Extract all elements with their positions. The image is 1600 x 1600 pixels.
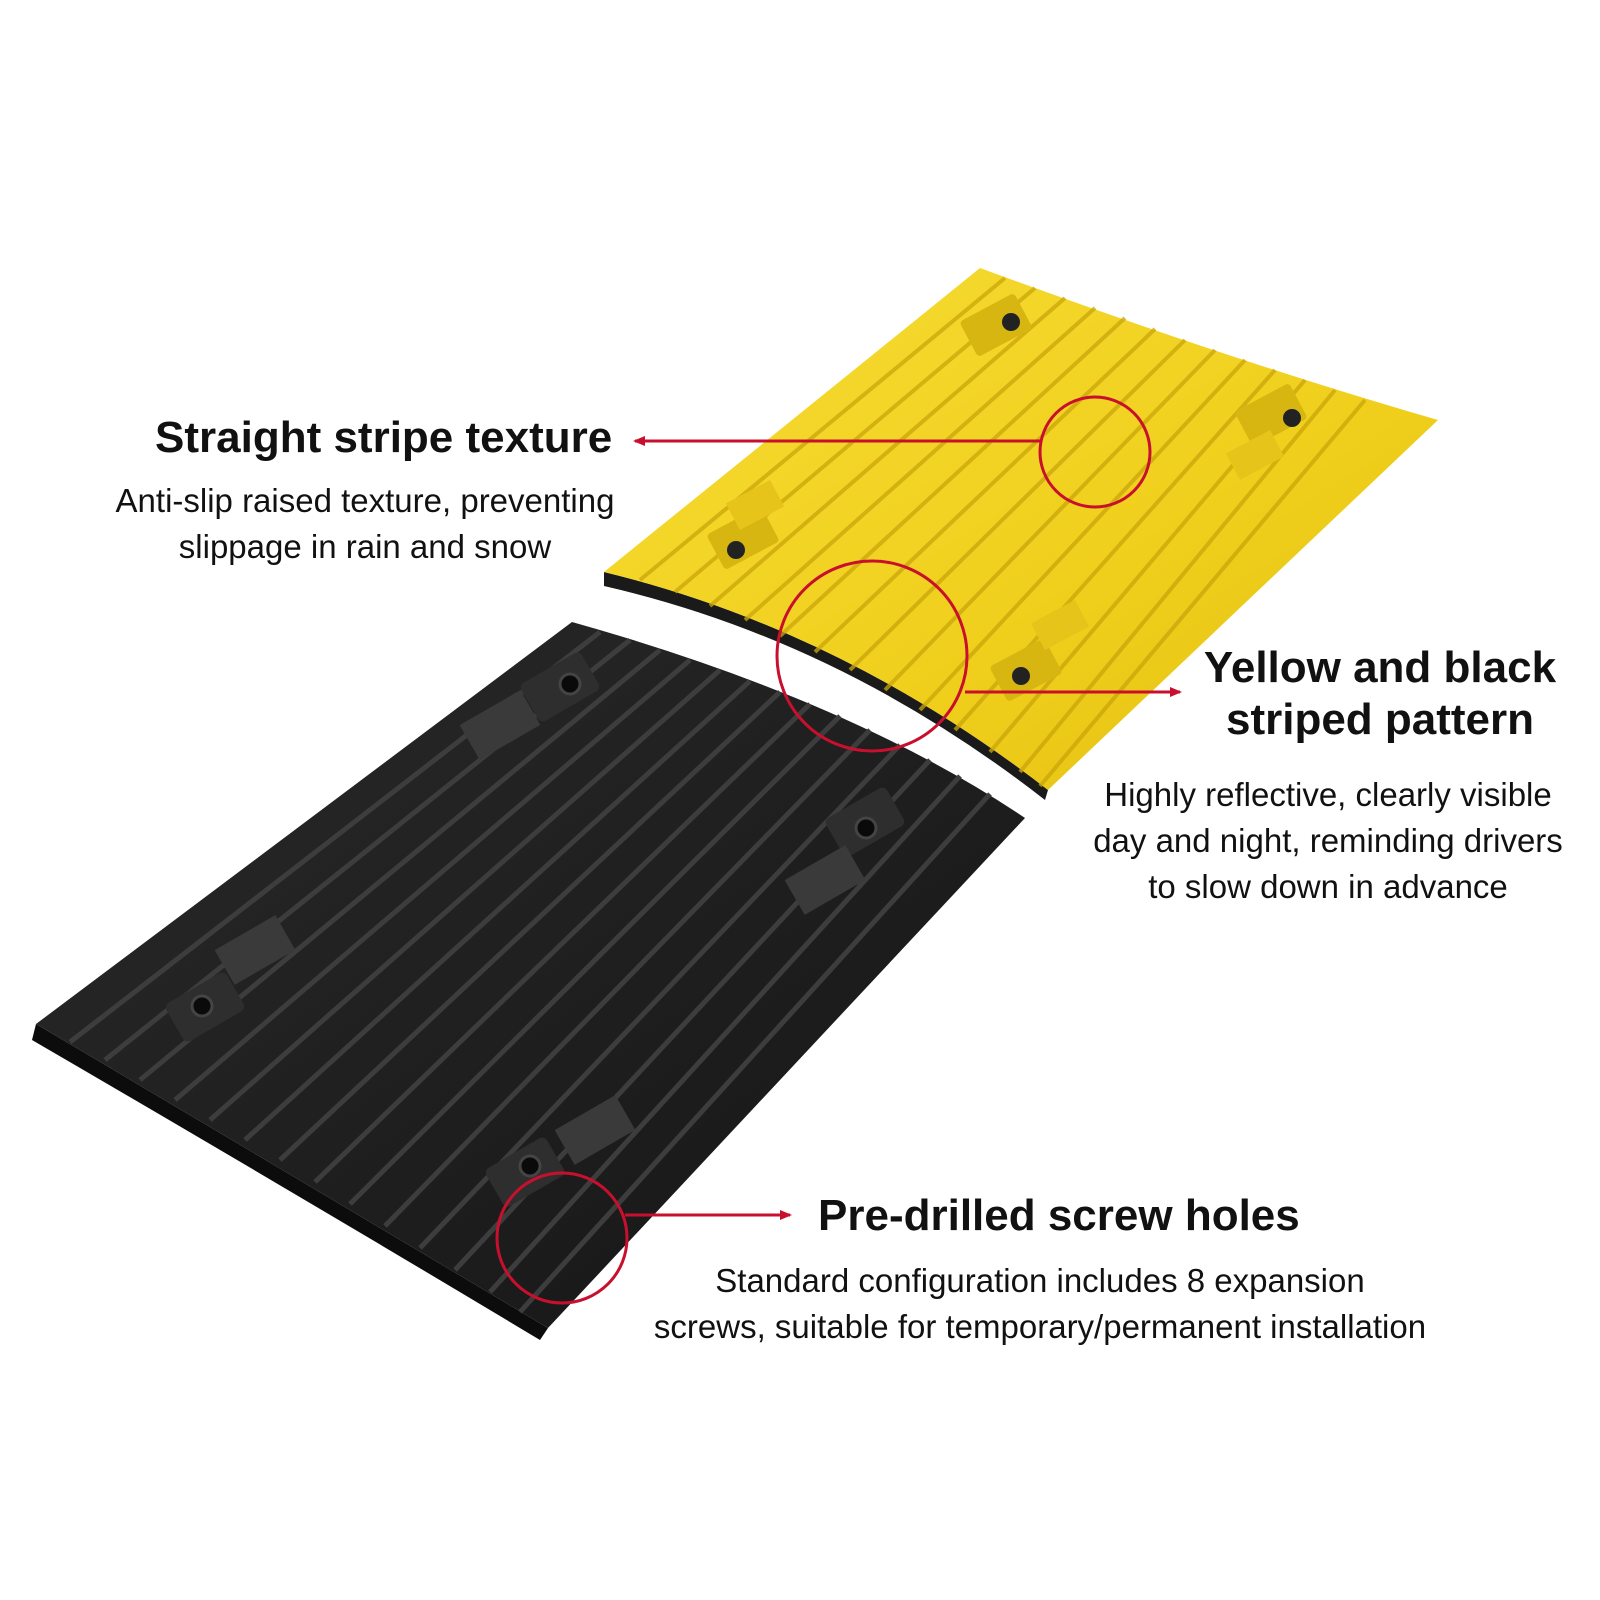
stripe-texture-description: Anti-slip raised texture, preventing sli…	[45, 478, 685, 570]
yellow-ramp-screw-holes	[707, 294, 1307, 701]
yellow-ramp-side	[604, 572, 1048, 800]
black-ramp-screw-holes	[165, 652, 905, 1207]
pattern-title-line: Yellow and black	[1203, 643, 1557, 692]
screw-hole-icon	[1283, 409, 1301, 427]
pattern-desc-line: to slow down in advance	[1148, 868, 1508, 905]
screw-hole-icon	[1002, 313, 1020, 331]
screw-hole-icon	[190, 994, 214, 1018]
screw-hole-icon	[727, 541, 745, 559]
holes-desc-line: Standard configuration includes 8 expans…	[715, 1262, 1365, 1299]
screw-hole-icon	[558, 672, 582, 696]
screw-hole-icon	[854, 816, 878, 840]
pattern-desc-line: day and night, reminding drivers	[1093, 822, 1563, 859]
pattern-title-line: striped pattern	[1225, 695, 1535, 744]
stripe-desc-line: slippage in rain and snow	[178, 528, 552, 565]
pattern-desc-line: Highly reflective, clearly visible	[1104, 776, 1552, 813]
stripe-desc-line: Anti-slip raised texture, preventing	[115, 482, 615, 519]
striped-pattern-description: Highly reflective, clearly visible day a…	[1058, 772, 1598, 910]
holes-highlight-circle-icon	[495, 1171, 629, 1305]
stripe-texture-title: Straight stripe texture	[155, 413, 613, 462]
black-ramp-side	[32, 1024, 548, 1340]
black-ramp	[32, 622, 1025, 1340]
screw-holes-title: Pre-drilled screw holes	[818, 1191, 1300, 1240]
screw-holes-description: Standard configuration includes 8 expans…	[585, 1258, 1495, 1350]
screw-hole-icon	[1012, 667, 1030, 685]
yellow-ramp-body	[604, 268, 1438, 790]
screw-hole-icon	[518, 1154, 542, 1178]
yellow-ramp	[604, 268, 1438, 800]
striped-pattern-title: Yellow and black striped pattern	[1190, 642, 1570, 746]
pattern-highlight-circle-icon	[775, 559, 969, 753]
holes-desc-line: screws, suitable for temporary/permanent…	[653, 1308, 1427, 1345]
stripe-highlight-circle-icon	[1038, 395, 1152, 509]
